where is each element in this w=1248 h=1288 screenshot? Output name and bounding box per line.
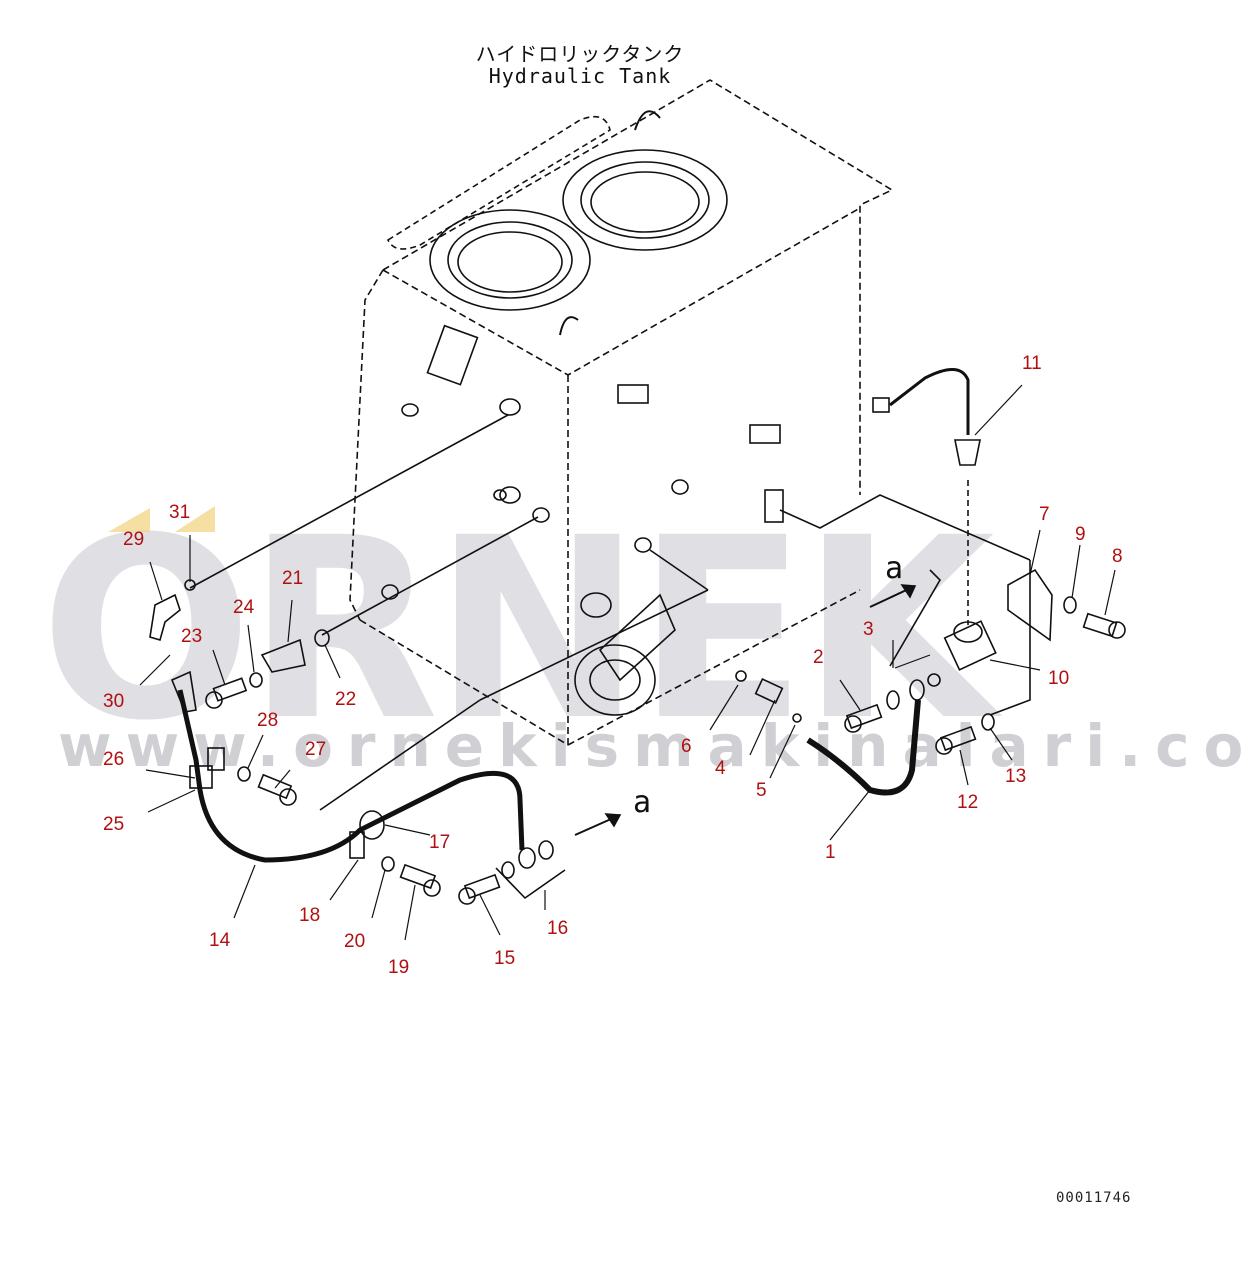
label-part-27: 27 (305, 739, 326, 760)
elbow-29 (149, 593, 181, 642)
label-part-11: 11 (1022, 353, 1042, 374)
label-part-22: 22 (335, 689, 356, 710)
label-part-2: 2 (813, 647, 824, 668)
bracket-21 (260, 638, 306, 673)
port-right (562, 149, 728, 251)
bolt-12 (935, 725, 977, 755)
fitting-4 (754, 678, 784, 704)
label-part-9: 9 (1075, 524, 1086, 545)
label-part-28: 28 (257, 710, 278, 731)
label-part-1: 1 (825, 842, 836, 863)
label-part-8: 8 (1112, 546, 1123, 567)
bolt-23 (205, 677, 248, 709)
label-part-14: 14 (209, 930, 231, 951)
port-left (429, 209, 591, 311)
label-part-19: 19 (388, 957, 409, 978)
sensor-body (943, 620, 997, 671)
label-part-24: 24 (233, 597, 255, 618)
label-part-18: 18 (299, 905, 320, 926)
label-part-13: 13 (1005, 766, 1026, 787)
label-part-20: 20 (344, 931, 365, 952)
bolt-2 (844, 703, 883, 733)
label-part-17: 17 (429, 832, 450, 853)
bolt-15 (458, 873, 501, 905)
view-marker-upper: a (885, 551, 903, 586)
pipe-14 (177, 689, 525, 863)
drawing-code: 00011746 (1056, 1190, 1132, 1206)
sensor-cable (889, 368, 970, 435)
label-part-12: 12 (957, 792, 978, 813)
tank-bosses (381, 324, 784, 600)
label-part-10: 10 (1048, 668, 1069, 689)
label-part-21: 21 (282, 568, 303, 589)
leader-lines (139, 384, 1116, 941)
label-part-25: 25 (103, 814, 124, 835)
bolt-27 (257, 773, 297, 806)
part-labels: 1 2 3 4 5 6 7 8 9 10 11 12 13 14 15 16 1… (103, 353, 1123, 978)
view-marker-lower: a (633, 785, 651, 820)
label-part-29: 29 (123, 529, 144, 550)
label-part-4: 4 (715, 758, 726, 779)
label-part-26: 26 (103, 749, 124, 770)
label-part-3: 3 (863, 619, 874, 640)
label-part-23: 23 (181, 626, 202, 647)
tank-outlet-flange (574, 592, 676, 716)
title-japanese: ハイドロリックタンク (475, 42, 685, 66)
hose-1 (806, 699, 921, 796)
title-english: Hydraulic Tank (488, 64, 672, 88)
label-part-6: 6 (681, 736, 692, 757)
label-part-16: 16 (547, 918, 568, 939)
bolt-8 (1082, 612, 1126, 639)
label-part-5: 5 (756, 780, 767, 801)
sensor-connector (872, 397, 890, 413)
tank-outline (349, 79, 894, 746)
clamp-17 (359, 810, 385, 840)
label-part-31: 31 (169, 502, 190, 523)
watermark-url: www.ornekismakinalari.com.tr (58, 712, 1248, 780)
watermark-brand: ORNEK (40, 484, 995, 775)
tank-handle (386, 115, 611, 250)
label-part-15: 15 (494, 948, 515, 969)
bolt-19 (399, 863, 441, 897)
label-part-30: 30 (103, 691, 124, 712)
label-part-7: 7 (1039, 504, 1050, 525)
